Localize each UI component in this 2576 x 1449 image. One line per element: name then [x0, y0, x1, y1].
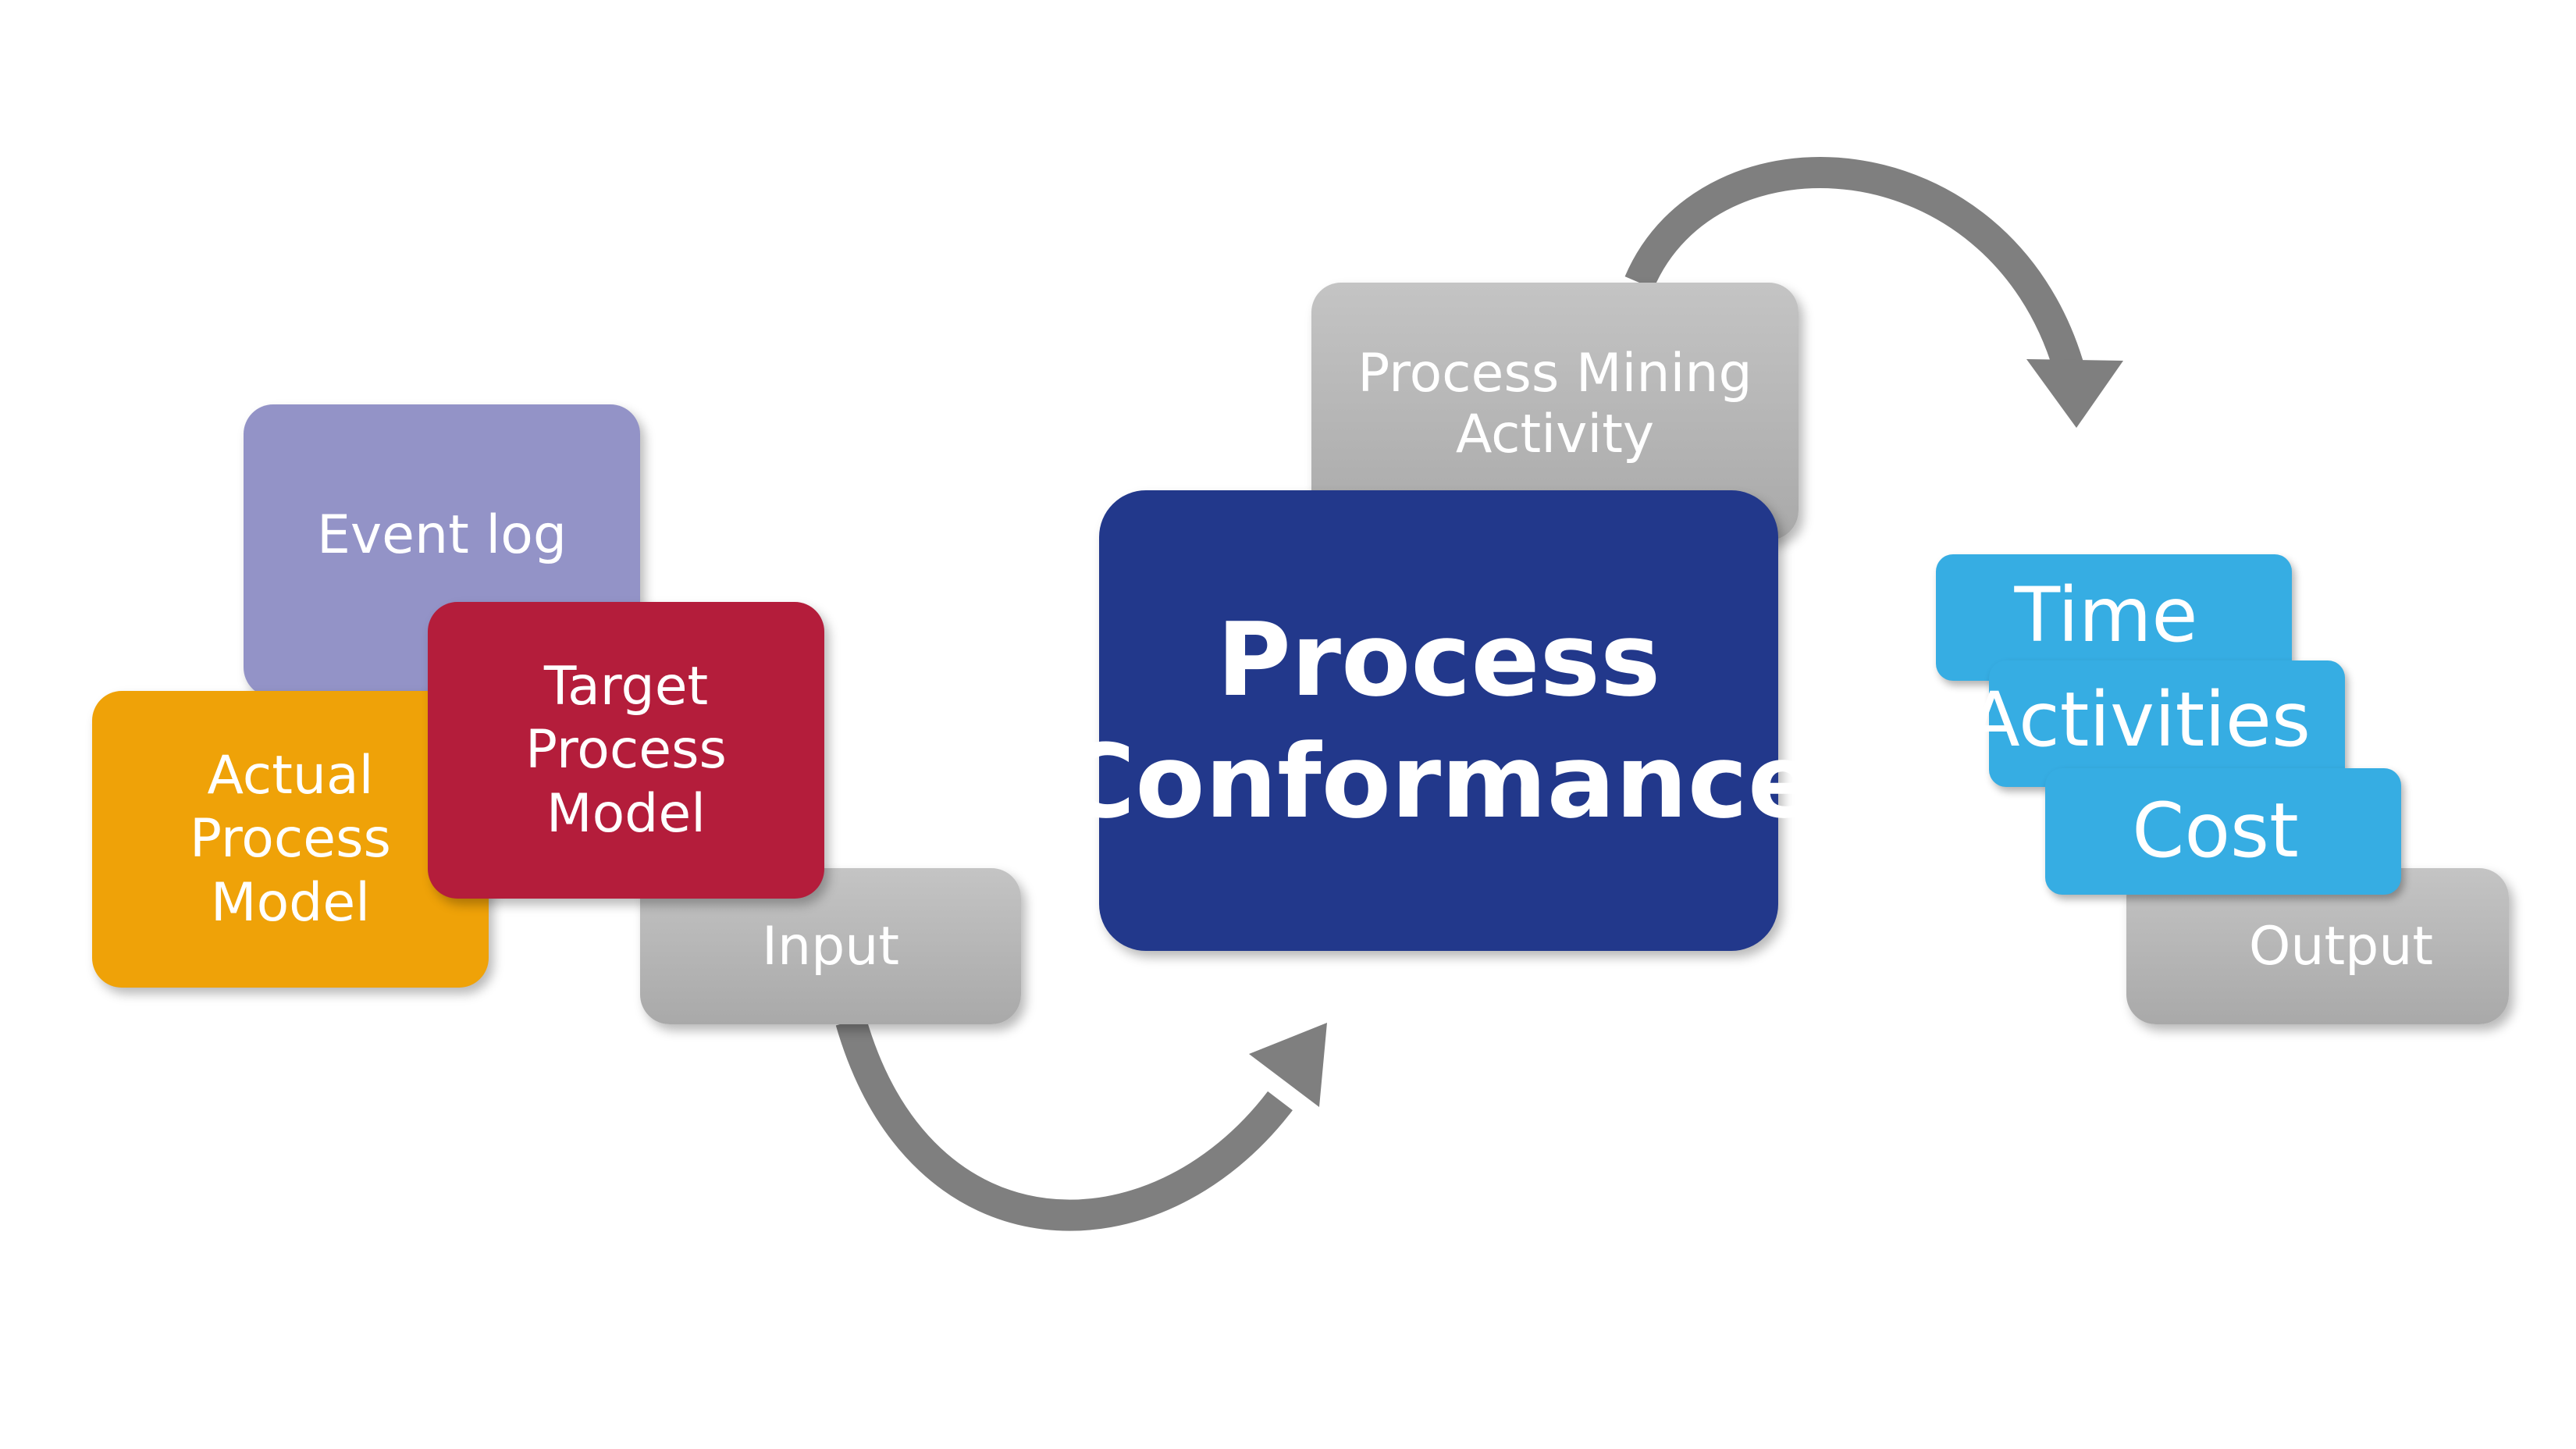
target-process-model-box: Target Process Model	[428, 602, 824, 899]
activity-to-output-arrow	[1624, 157, 2084, 372]
process-conformance-title: Process Conformance	[1060, 600, 1817, 841]
actual-process-model-label: Actual Process Model	[190, 744, 391, 934]
output-item-activities: Activities	[1969, 660, 2345, 787]
output-item-cost: Cost	[2045, 768, 2401, 895]
process-mining-activity-label: Process Mining Activity	[1357, 343, 1752, 466]
input-label: Input	[761, 915, 900, 977]
output-arrowhead	[2026, 359, 2123, 428]
actual-process-model-box: Actual Process Model	[92, 691, 489, 988]
output-item-time: Time	[1936, 554, 2292, 681]
event-log-label: Event log	[316, 504, 568, 566]
output-item-label: Cost	[2132, 787, 2299, 874]
input-arrowhead	[1249, 1023, 1327, 1107]
output-item-label: Time	[2014, 571, 2198, 659]
target-process-model-label: Target Process Model	[525, 655, 727, 845]
output-item-label: Activities	[1969, 676, 2311, 764]
output-label: Output	[2248, 915, 2434, 977]
input-to-activity-arrow	[835, 1016, 1293, 1231]
process-conformance-box: Process Conformance	[1061, 490, 1816, 951]
